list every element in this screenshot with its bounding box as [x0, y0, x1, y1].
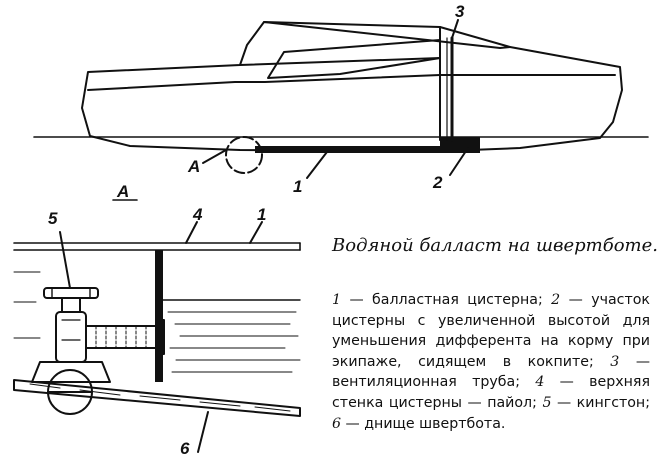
callout-3-top: 3 — [455, 2, 465, 21]
callout-1-section: 1 — [257, 205, 267, 224]
callout-a: А — [188, 157, 201, 176]
caption-title: Водяной балласт на швертботе. — [332, 235, 658, 256]
deep-tank-section — [440, 137, 480, 153]
callout-4: 4 — [193, 205, 203, 224]
legend-num-3: 3 — [610, 353, 620, 370]
legend-num-4: 4 — [535, 374, 545, 391]
ballast-tank — [255, 146, 445, 153]
legend-text-1: балластная цистерна; — [372, 292, 543, 308]
legend-num-1: 1 — [332, 292, 342, 308]
kingston-seat — [31, 361, 111, 383]
legend-text-5: кингстон; — [576, 394, 650, 411]
hull-bottom — [13, 379, 301, 417]
tank-wall — [155, 250, 163, 382]
legend-text-6: днище швертбота. — [364, 415, 506, 432]
callout-5: 5 — [48, 209, 58, 228]
legend-text-3: вентиляционная труба; — [332, 374, 520, 391]
hull-outline — [81, 21, 623, 152]
legend-text-2: участок цистерны с увеличенной высотой д… — [332, 292, 650, 370]
cabin-roof-edge — [263, 21, 511, 49]
legend-text-4: верхняя стенка цистерны — пайол; — [332, 374, 650, 411]
section-a-label: А — [117, 182, 130, 201]
callout-2-top: 2 — [433, 173, 443, 192]
legend-num-5: 5 — [542, 394, 552, 411]
legend-num-2: 2 — [551, 292, 561, 308]
legend: 1 — балластная цистерна; 2 — участок цис… — [332, 292, 651, 432]
cabin-line — [239, 57, 441, 66]
deck-line — [87, 74, 616, 91]
callout-1-top: 1 — [293, 177, 303, 196]
legend-num-6: 6 — [332, 415, 342, 432]
callout-6: 6 — [180, 439, 190, 458]
detail-circle-a — [225, 136, 263, 174]
